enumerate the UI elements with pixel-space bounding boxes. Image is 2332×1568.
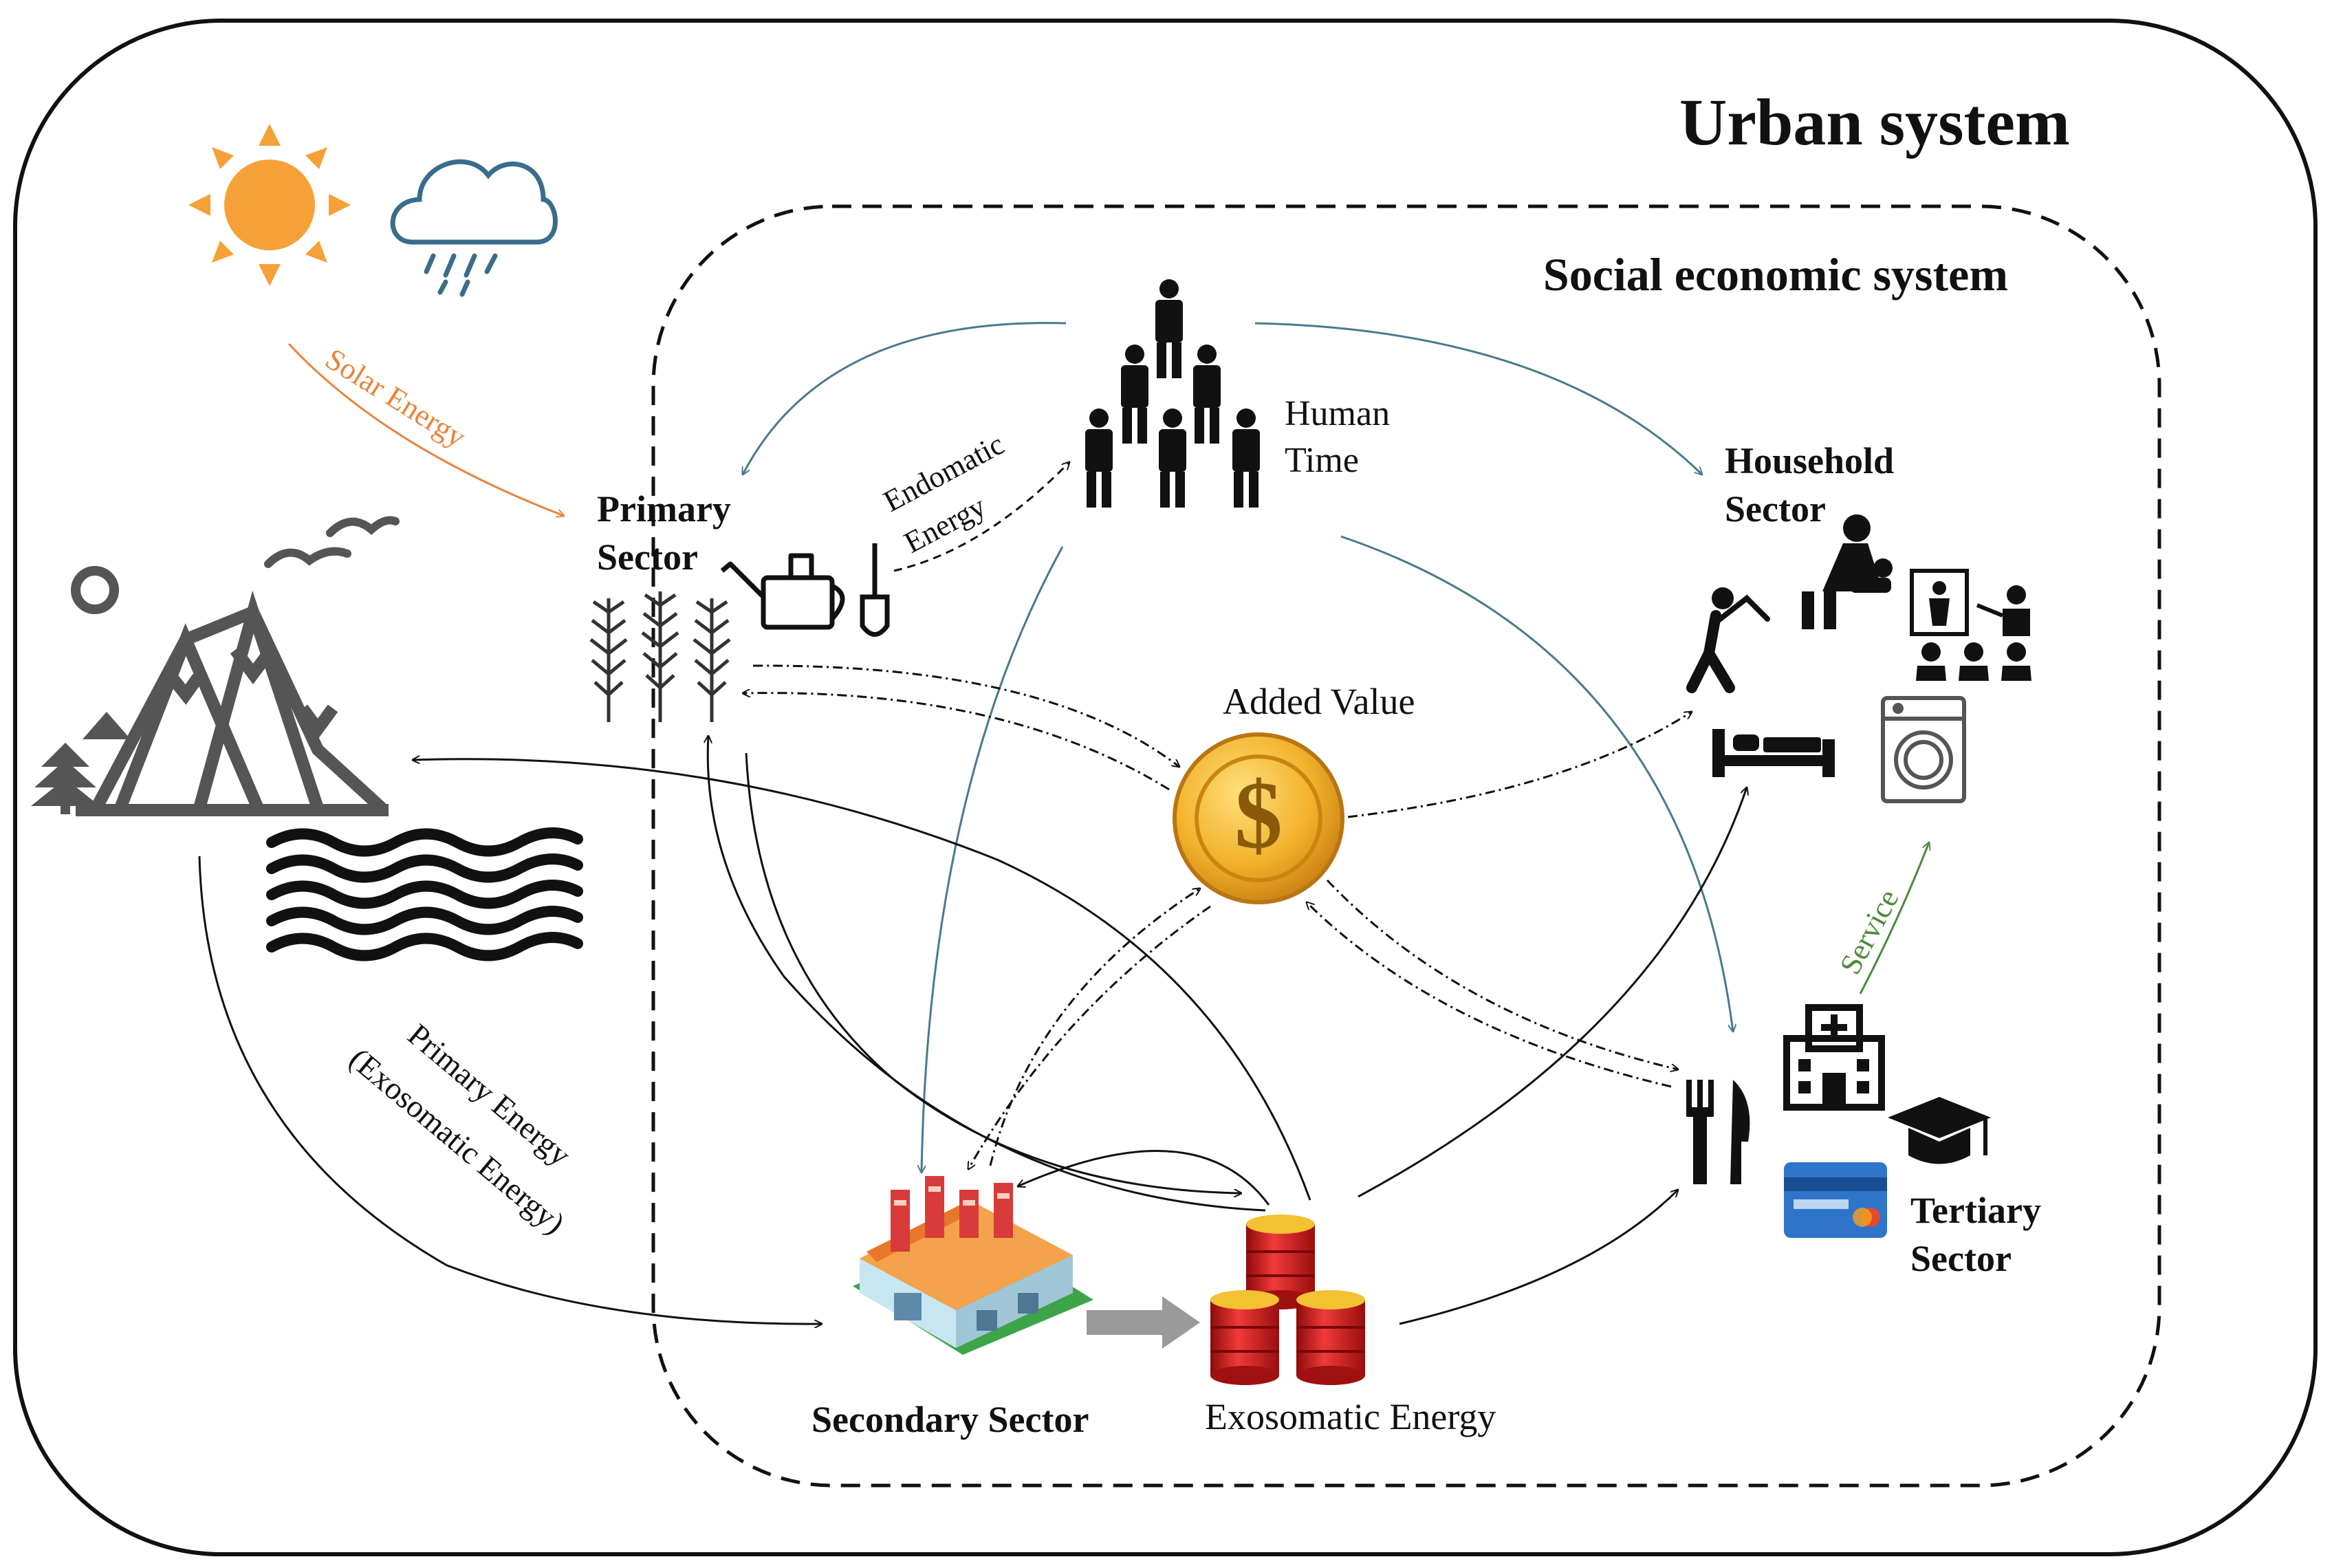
- trees-icon: [31, 712, 131, 814]
- primary-to-exosomatic-arrow: [745, 752, 1241, 1193]
- exosomatic-to-tertiary-arrow: [1399, 1190, 1678, 1325]
- human-time-label-2: Time: [1285, 441, 1359, 480]
- human-to-primary-arrow: [743, 322, 1067, 475]
- tertiary-sector-label-2: Sector: [1910, 1238, 2012, 1279]
- solar-energy-arrow: [287, 342, 564, 516]
- added-value-label: Added Value: [1223, 681, 1415, 722]
- graduation-cap-icon: [1888, 1097, 1991, 1164]
- factory-icon: [853, 1176, 1093, 1355]
- tertiary-sector-label: Tertiary: [1910, 1190, 2041, 1231]
- social-economic-frame: [651, 204, 2161, 1488]
- small-sun-icon: [71, 566, 119, 614]
- bed-icon: [1712, 729, 1835, 777]
- exosomatic-to-household-arrow: [1358, 787, 1747, 1198]
- svg-text:$: $: [1234, 762, 1283, 869]
- oil-barrels-icon: [1210, 1215, 1365, 1385]
- teacher-class-icon: [1910, 569, 2031, 681]
- primary-to-value-arrow: [752, 664, 1179, 767]
- gray-flow-arrow: [1087, 1296, 1200, 1349]
- hospital-icon: [1783, 1004, 1885, 1111]
- secondary-sector-label: Secondary Sector: [811, 1399, 1089, 1440]
- urban-system-frame: [13, 19, 2318, 1556]
- value-to-tertiary-arrow: [1326, 879, 1678, 1069]
- exosomatic-to-primary-arrow: [708, 736, 1266, 1212]
- primary-sector-label-2: Sector: [597, 536, 698, 578]
- human-to-tertiary-arrow: [1340, 535, 1733, 1032]
- credit-card-icon: [1784, 1162, 1887, 1238]
- value-to-secondary-arrow: [968, 905, 1211, 1169]
- human-time-label: Human: [1285, 394, 1390, 433]
- tertiary-to-value-arrow: [1307, 902, 1672, 1088]
- coin-dollar-icon: $: [1173, 732, 1344, 904]
- washing-machine-icon: [1881, 696, 1966, 803]
- exosomatic-to-nature-arrow: [413, 759, 1311, 1201]
- service-arrow: [1859, 842, 1929, 994]
- value-to-household-arrow: [1347, 712, 1692, 818]
- human-to-secondary-arrow: [922, 546, 1064, 1173]
- primary-energy-arrow: [198, 856, 822, 1324]
- value-to-primary-arrow: [743, 693, 1170, 791]
- secondary-to-value-arrow: [989, 889, 1200, 1166]
- primary-sector-label: Primary: [597, 488, 731, 530]
- people-pyramid-icon: [1085, 279, 1260, 508]
- social-economic-title: Social economic system: [1543, 248, 2008, 301]
- human-to-household-arrow: [1254, 322, 1702, 475]
- golfer-icon: [1686, 587, 1770, 693]
- urban-system-title: Urban system: [1679, 85, 2070, 159]
- parent-baby-icon: [1802, 514, 1893, 629]
- sun-icon: [188, 124, 351, 286]
- wheat-crops-icon: [589, 591, 731, 722]
- water-waves-icon: [266, 827, 583, 961]
- endomatic-energy-arrow: [893, 462, 1069, 572]
- rain-cloud-icon: [390, 159, 558, 297]
- exosomatic-energy-label: Exosomatic Energy: [1205, 1396, 1496, 1437]
- solar-energy-label: Solar Energy: [320, 342, 472, 455]
- household-sector-label-2: Sector: [1725, 488, 1826, 530]
- service-label: Service: [1833, 884, 1906, 979]
- birds-icon: [264, 516, 400, 568]
- exosomatic-to-secondary-arrow: [1018, 1150, 1270, 1206]
- watering-can-icon: [720, 553, 845, 630]
- shovel-icon: [860, 543, 890, 637]
- household-sector-label: Household: [1725, 440, 1894, 481]
- mountains-icon: [76, 590, 389, 816]
- fork-knife-icon: [1686, 1080, 1750, 1184]
- endomatic-label: Endomatic: [878, 427, 1010, 519]
